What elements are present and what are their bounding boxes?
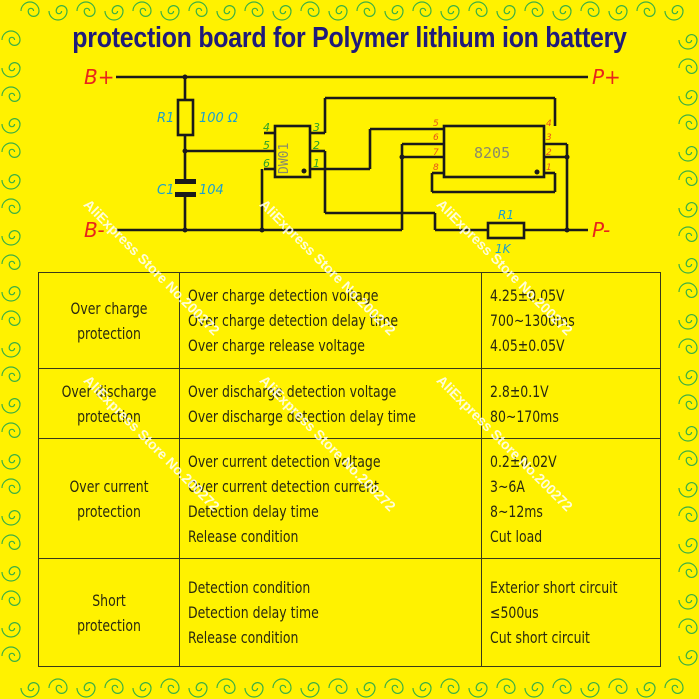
params-cell: Over current detection voltage Over curr… [179,438,482,559]
page-title: protection board for Polymer lithium ion… [72,22,627,54]
8205-pin: 8 [433,163,439,173]
r1-label: R1 [157,111,174,126]
8205-pin: 5 [433,119,439,129]
dw01-pin: 2 [313,139,320,152]
8205-pin: 2 [546,148,552,158]
category-cell: Over current protection [38,438,180,559]
table-row: Over discharge protection Over discharge… [38,368,661,439]
category-cell: Over discharge protection [38,368,180,439]
c1-value: 104 [199,183,224,198]
r2-label: R1 [498,208,514,222]
terminal-b-minus: B- [84,218,105,242]
params-cell: Over charge detection voltage Over charg… [179,272,482,369]
dw01-pin: 6 [263,157,270,170]
category-cell: Over charge protection [38,272,180,369]
category-cell: Short protection [38,558,180,667]
c1-label: C1 [157,183,174,198]
8205-pin: 6 [433,133,439,143]
table-row: Over charge protection Over charge detec… [38,272,661,369]
terminal-p-plus: P+ [592,65,621,89]
table-row: Over current protection Over current det… [38,438,661,559]
ic-dw01-label: DW01 [277,143,292,174]
dw01-pin: 3 [313,121,320,134]
params-cell: Over discharge detection voltage Over di… [179,368,482,439]
circuit-diagram: B+ B- P+ P- R1 100 Ω C1 104 R1 1K DW01 4… [84,65,621,256]
8205-pin: 4 [546,119,552,129]
ic-8205-label: 8205 [474,144,510,162]
values-cell: 2.8±0.1V 80~170ms [481,368,661,439]
spec-table: Over charge protection Over charge detec… [38,272,661,667]
dw01-pin: 5 [263,139,270,152]
8205-pin: 1 [546,163,552,173]
values-cell: 4.25±0.05V 700~1300ms 4.05±0.05V [481,272,661,369]
8205-pin: 7 [433,148,439,158]
table-row: Short protection Detection condition Det… [38,558,661,667]
values-cell: 0.2±0.02V 3~6A 8~12ms Cut load [481,438,661,559]
params-cell: Detection condition Detection delay time… [179,558,482,667]
8205-pin: 3 [546,133,552,143]
terminal-b-plus: B+ [84,65,114,89]
dw01-pin: 1 [313,157,320,170]
terminal-p-minus: P- [592,218,610,242]
r2-value: 1K [495,242,512,256]
values-cell: Exterior short circuit ≤500us Cut short … [481,558,661,667]
dw01-pin: 4 [263,121,270,134]
r1-value: 100 Ω [199,111,238,126]
